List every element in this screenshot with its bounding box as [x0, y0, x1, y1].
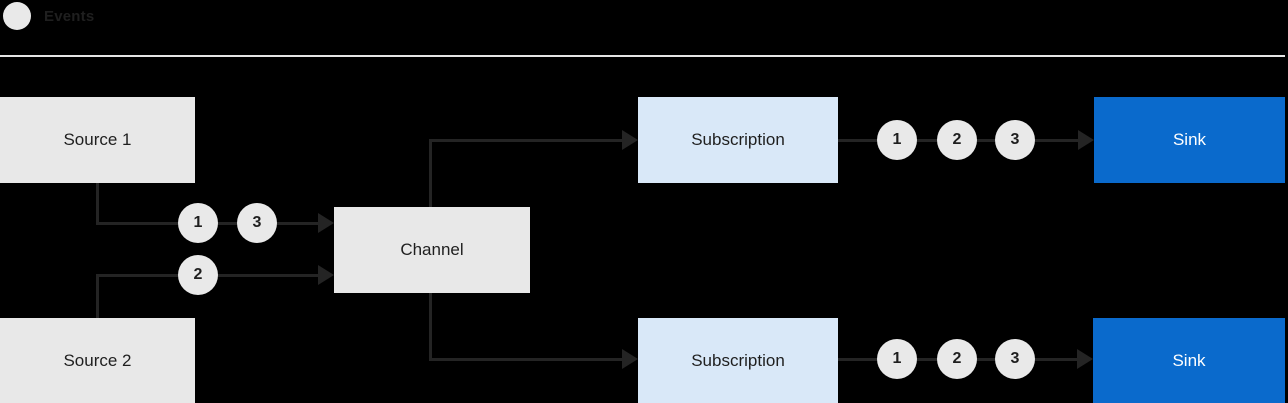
node-source-2-label: Source 2: [63, 350, 132, 370]
event-marker: 3: [995, 120, 1035, 160]
connector-channel-to-subscription-bottom: [429, 358, 624, 361]
node-source-1: Source 1: [0, 97, 195, 183]
arrowhead-into-sink-top: [1078, 130, 1094, 150]
event-marker: 1: [877, 120, 917, 160]
arrowhead-into-channel-bottom: [318, 265, 334, 285]
arrowhead-into-subscription-top: [622, 130, 638, 150]
connector-source1-vertical: [96, 182, 99, 225]
event-marker: 2: [937, 339, 977, 379]
arrowhead-into-channel-top: [318, 213, 334, 233]
node-subscription-top-label: Subscription: [691, 130, 785, 149]
connector-channel-up-vertical: [429, 140, 432, 207]
legend-divider: [0, 55, 1285, 57]
node-sink-top: Sink: [1094, 97, 1285, 183]
arrowhead-into-sink-bottom: [1077, 349, 1093, 369]
connector-channel-down-vertical: [429, 293, 432, 360]
node-channel-label: Channel: [400, 240, 464, 259]
arrowhead-into-subscription-bottom: [622, 349, 638, 369]
node-subscription-bottom-label: Subscription: [691, 350, 785, 370]
node-subscription-bottom: Subscription: [638, 318, 838, 403]
node-sink-bottom: Sink: [1093, 318, 1285, 403]
node-sink-bottom-label: Sink: [1172, 350, 1206, 370]
node-subscription-top: Subscription: [638, 97, 838, 183]
node-source-2: Source 2: [0, 318, 195, 403]
event-marker: 3: [995, 339, 1035, 379]
node-sink-top-label: Sink: [1172, 130, 1207, 149]
connector-channel-to-subscription-top: [429, 139, 624, 142]
node-source-1-label: Source 1: [63, 130, 132, 149]
node-channel: Channel: [334, 207, 530, 293]
event-marker: 1: [178, 203, 218, 243]
connector-source2-vertical: [96, 275, 99, 318]
event-marker: 1: [877, 339, 917, 379]
events-legend-icon: [3, 2, 31, 30]
event-marker: 3: [237, 203, 277, 243]
event-marker: 2: [937, 120, 977, 160]
events-legend-label: Events: [44, 8, 95, 25]
event-marker: 2: [178, 255, 218, 295]
